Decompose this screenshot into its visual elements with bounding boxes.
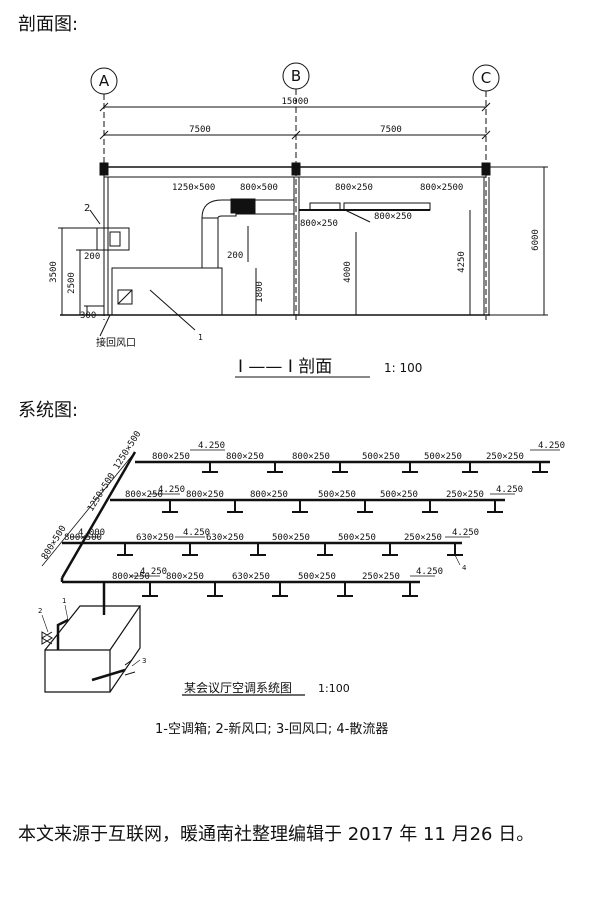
- riser-label-0: 1250×500: [112, 430, 143, 472]
- dim-duct-5: 800×250: [300, 219, 338, 229]
- dim-h-3500: 3500: [49, 261, 59, 283]
- dim-duct-6: 800×250: [374, 212, 412, 222]
- section-drawing: A B C 15000 7500 7500 1250×500 800×500 8…: [49, 62, 548, 378]
- system-title: 某会议厅空调系统图: [184, 681, 292, 695]
- dim-right-span: 7500: [380, 125, 402, 135]
- pipe-label-r3-2: 630×250: [206, 533, 244, 543]
- pipe-label-r2-3: 500×250: [318, 490, 356, 500]
- section-title: I —— I 剖面: [238, 357, 332, 377]
- sys-tag-4: 4: [462, 564, 467, 572]
- elev-r3-mid: 4.250: [183, 528, 210, 538]
- section-heading: 剖面图:: [18, 14, 79, 35]
- fresh-air-inlet: [96, 227, 130, 251]
- dim-h-4000: 4000: [343, 261, 353, 283]
- elev-r2-left: 4.250: [158, 485, 185, 495]
- column-a-cap: [99, 162, 109, 176]
- axis-label-a: A: [99, 72, 110, 90]
- vertical-duct: [201, 217, 219, 269]
- return-air-pipe: [91, 668, 126, 682]
- return-grille: [117, 289, 133, 305]
- dim-h-1800: 1800: [255, 281, 265, 303]
- elev-r1-right: 4.250: [538, 441, 565, 451]
- sys-tag-1: 1: [62, 597, 66, 605]
- pipe-label-r4-3: 500×250: [298, 572, 336, 582]
- dim-total: 15000: [281, 97, 308, 107]
- tag-1: 1: [198, 333, 203, 342]
- dim-duct-1: 1250×500: [172, 183, 215, 193]
- pipe-label-r3-5: 250×250: [404, 533, 442, 543]
- pipe-label-r1-2: 800×250: [292, 452, 330, 462]
- branch-duct: [309, 202, 341, 211]
- dim-duct-4: 800×2500: [420, 183, 463, 193]
- pipe-label-r3-4: 500×250: [338, 533, 376, 543]
- section-scale: 1: 100: [384, 361, 422, 375]
- riser-label-1: 1250×500: [86, 472, 117, 514]
- source-note: 本文来源于互联网，暖通南社整理编辑于 2017 年 11 月26 日。: [18, 824, 535, 845]
- system-scale: 1:100: [318, 682, 350, 695]
- elev-r3-right: 4.250: [452, 528, 479, 538]
- pipe-label-r4-1: 800×250: [166, 572, 204, 582]
- main-riser-diagonal: [60, 451, 137, 579]
- fresh-air-pipe: [56, 618, 69, 650]
- pipe-label-r1-5: 250×250: [486, 452, 524, 462]
- diffusers-row-1: [202, 462, 548, 473]
- column-b-cap: [291, 162, 301, 176]
- dim-h-2500: 2500: [67, 272, 77, 294]
- dim-h-200-b: 200: [227, 251, 243, 261]
- system-legend: 1-空调箱; 2-新风口; 3-回风口; 4-散流器: [155, 721, 388, 737]
- pipe-label-r1-3: 500×250: [362, 452, 400, 462]
- diffusers-row-4: [142, 582, 418, 597]
- ahu-side: [109, 606, 141, 693]
- dim-h-4250: 4250: [457, 251, 467, 273]
- column-c-cap: [481, 162, 491, 176]
- dim-h-6000: 6000: [531, 229, 541, 251]
- axis-label-c: C: [481, 69, 491, 87]
- pipe-label-r1-0: 800×250: [152, 452, 190, 462]
- dim-left-span: 7500: [189, 125, 211, 135]
- system-heading: 系统图:: [18, 400, 79, 421]
- elev-r4-left: 4.250: [140, 567, 167, 577]
- axis-label-b: B: [291, 67, 301, 85]
- elev-r2-right: 4.250: [496, 485, 523, 495]
- pipe-label-r2-1: 800×250: [186, 490, 224, 500]
- return-air-label: 接回风口: [96, 336, 136, 349]
- elev-r1-left: 4.250: [198, 441, 225, 451]
- pipe-label-r2-2: 800×250: [250, 490, 288, 500]
- pipe-label-r3-3: 500×250: [272, 533, 310, 543]
- fresh-air-inlet-symbol: [41, 631, 53, 645]
- pipe-label-r4-4: 250×250: [362, 572, 400, 582]
- pipe-label-r1-1: 800×250: [226, 452, 264, 462]
- elev-r4-right: 4.250: [416, 567, 443, 577]
- pipe-label-r3-1: 630×250: [136, 533, 174, 543]
- pipe-label-r2-5: 250×250: [446, 490, 484, 500]
- tag-2: 2: [84, 203, 90, 214]
- dim-h-200-a: 200: [84, 252, 100, 262]
- pipe-label-r4-0: 800×250: [112, 572, 150, 582]
- diffusers-row-2: [162, 500, 503, 513]
- sys-tag-2: 2: [38, 607, 42, 615]
- diffusers-row-3: [117, 543, 463, 556]
- pipe-label-r2-0: 800×250: [125, 490, 163, 500]
- ahu-front: [44, 649, 111, 693]
- sys-tag-3: 3: [142, 657, 146, 665]
- air-handler-box: [111, 267, 223, 316]
- dim-duct-2: 800×500: [240, 183, 278, 193]
- pipe-label-r2-4: 500×250: [380, 490, 418, 500]
- pipe-label-r1-4: 500×250: [424, 452, 462, 462]
- pipe-label-r4-2: 630×250: [232, 572, 270, 582]
- ahu-top: [44, 605, 142, 651]
- elev-r3-left: 4.000: [78, 528, 105, 538]
- dim-h-300: 300: [80, 311, 96, 321]
- dim-duct-3: 800×250: [335, 183, 373, 193]
- pipe-label-r3-0: 800×500: [64, 533, 102, 543]
- duct-transition: [230, 198, 256, 214]
- riser-label-2: 800×500: [40, 524, 69, 561]
